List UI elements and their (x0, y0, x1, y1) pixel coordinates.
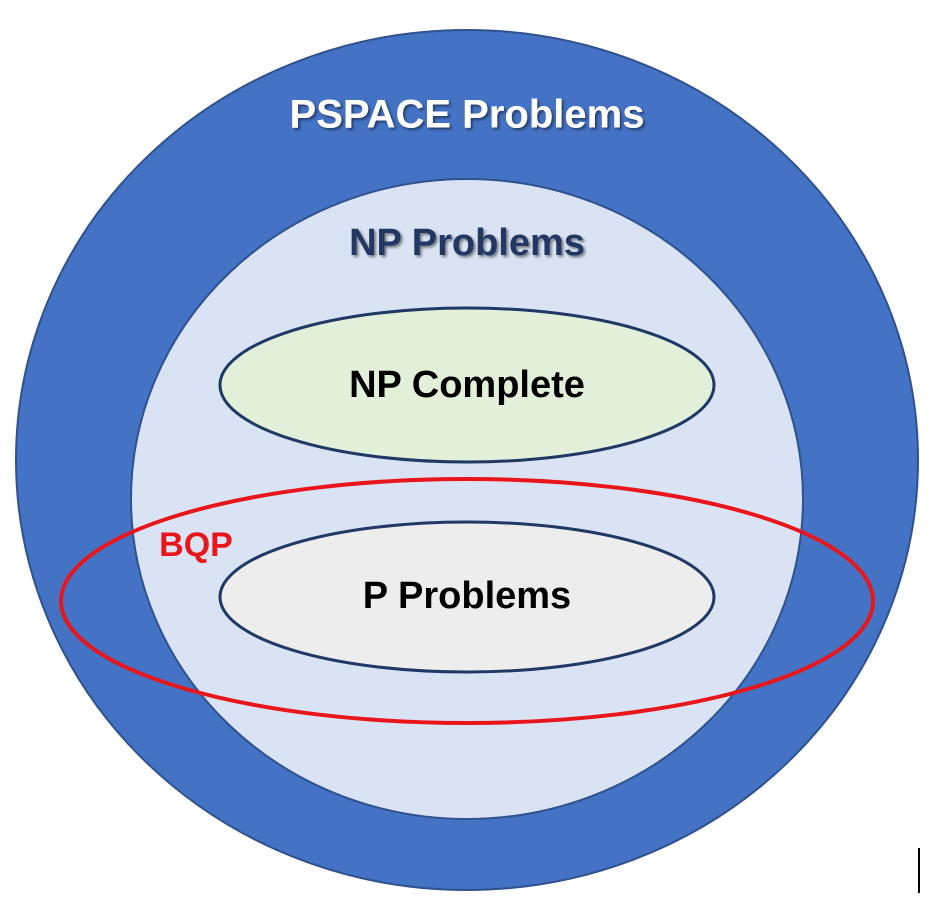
bqp-label: BQP (159, 526, 233, 564)
pspace-label: PSPACE Problems (290, 93, 645, 137)
np-complete-label: NP Complete (349, 364, 585, 406)
bqp-ellipse (59, 477, 875, 725)
np-label: NP Problems (349, 222, 585, 264)
np-complete-ellipse (218, 306, 716, 464)
text-cursor (918, 848, 920, 893)
p-problems-ellipse (218, 520, 716, 674)
p-problems-label: P Problems (363, 575, 571, 617)
